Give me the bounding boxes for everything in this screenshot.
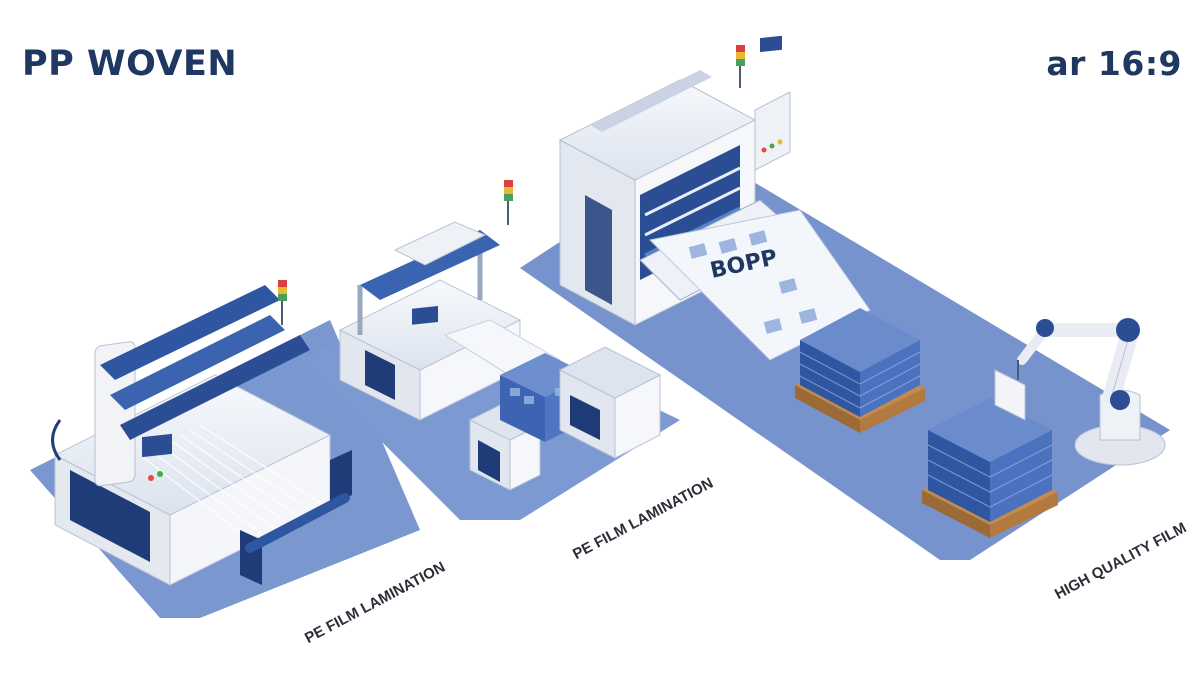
film-stack-1	[795, 308, 925, 433]
signal-light-1	[278, 280, 287, 325]
bopp-film-sheet: BOPP	[648, 209, 871, 361]
robot-arm	[1017, 318, 1166, 466]
signal-light-2	[504, 180, 513, 225]
loom-machine	[51, 285, 352, 586]
page-title: PP WOVEN	[22, 44, 238, 84]
signal-light-3	[736, 45, 745, 88]
aspect-ratio-label: ar 16:9	[1046, 44, 1182, 83]
film-stack-2	[922, 369, 1058, 538]
laminator-machine	[338, 221, 662, 491]
